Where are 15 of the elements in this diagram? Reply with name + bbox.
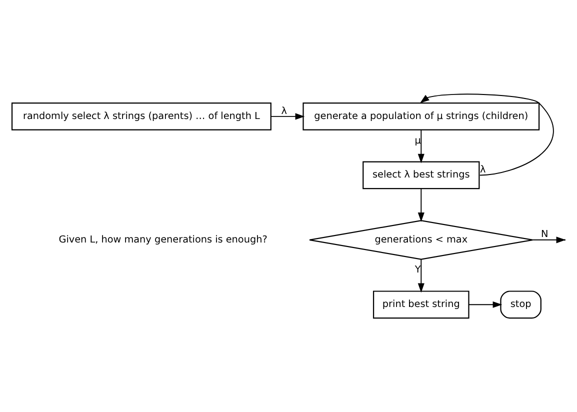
node-box: print best string: [372, 290, 470, 319]
edge-label: λ: [281, 106, 288, 117]
node-box: generate a population of μ strings (children): [302, 102, 540, 130]
node-diamond: generations < max: [309, 220, 534, 260]
edge-label: N: [541, 229, 548, 240]
label: Given L, how many generations is enough?: [58, 234, 268, 246]
node-box: stop: [500, 290, 542, 319]
arrow: [532, 236, 566, 244]
edge-label: λ: [480, 164, 486, 176]
arrow: [420, 94, 554, 176]
node-box: randomly select λ strings (parents) … of length L: [11, 102, 272, 130]
arrow: [418, 188, 424, 222]
arrow: [468, 301, 502, 308]
node-box: select λ best strings: [362, 161, 480, 190]
arrow: [270, 113, 305, 120]
